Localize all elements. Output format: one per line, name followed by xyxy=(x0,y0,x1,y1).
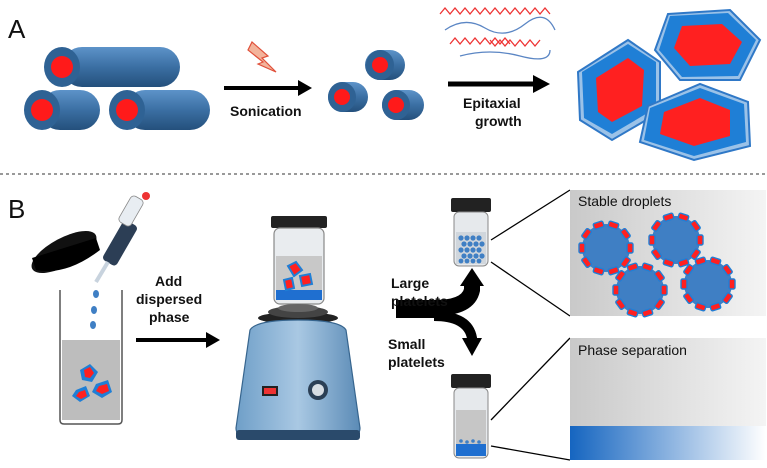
adsorbed-platelet xyxy=(626,262,639,272)
beaker xyxy=(59,290,123,425)
adsorbed-platelet xyxy=(689,248,701,261)
sonication-label: Sonication xyxy=(230,103,302,119)
falling-drops xyxy=(90,290,99,329)
branching-arrow xyxy=(396,268,484,356)
platelet-cluster xyxy=(72,364,112,402)
separated-vial xyxy=(451,374,491,459)
adsorbed-platelet xyxy=(660,284,668,296)
adsorbed-platelet xyxy=(694,302,707,312)
adsorbed-platelet xyxy=(662,212,675,222)
adsorbed-platelet xyxy=(728,278,736,290)
adsorbed-platelet xyxy=(677,258,690,268)
adsorbed-platelet xyxy=(607,266,620,276)
adsorbed-platelet xyxy=(662,258,675,268)
dispersed-label: dispersed xyxy=(136,291,202,307)
adsorbed-platelet xyxy=(683,292,695,305)
nanotube xyxy=(109,90,210,130)
adsorbed-platelet xyxy=(615,298,627,311)
adsorbed-platelet xyxy=(592,220,605,230)
stable-droplet xyxy=(578,220,634,276)
adsorbed-platelet xyxy=(581,256,593,269)
stable-droplet xyxy=(680,256,736,312)
adsorbed-platelet xyxy=(615,269,627,282)
mixer-vial-cap xyxy=(271,216,327,228)
adsorbed-platelet xyxy=(696,234,704,246)
adsorbed-platelet xyxy=(651,248,663,261)
adsorbed-platelet xyxy=(683,263,695,276)
adsorbed-platelet xyxy=(581,227,593,240)
short-tube xyxy=(365,50,405,80)
adsorbed-platelet xyxy=(689,219,701,232)
adsorbed-platelet xyxy=(721,263,733,276)
adsorbed-platelet xyxy=(721,292,733,305)
adsorbed-platelet xyxy=(709,256,722,266)
add-label: Add xyxy=(155,273,182,289)
adsorbed-platelet xyxy=(612,284,620,296)
hexagonal-platelet xyxy=(653,8,762,81)
adsorbed-platelet xyxy=(709,302,722,312)
nanotube xyxy=(24,90,100,130)
adsorbed-platelet xyxy=(592,266,605,276)
hexagonal-platelets xyxy=(576,8,762,162)
adsorbed-platelet xyxy=(607,220,620,230)
panel-b-letter: B xyxy=(8,194,25,224)
phase-separation-title: Phase separation xyxy=(578,342,687,358)
nanotube xyxy=(44,47,180,87)
adsorbed-platelet xyxy=(619,256,631,269)
adsorbed-platelet xyxy=(626,242,634,254)
small-label: Small xyxy=(388,336,425,352)
add-phase-arrow xyxy=(136,332,220,348)
adsorbed-platelet xyxy=(653,269,665,282)
adsorbed-platelet xyxy=(619,227,631,240)
polymer-chains-icon xyxy=(439,6,556,60)
adsorbed-platelet xyxy=(648,234,656,246)
phase-separation-panel: Phase separation xyxy=(570,338,766,460)
adsorbed-platelet xyxy=(626,308,639,318)
adsorbed-platelet xyxy=(677,212,690,222)
short-nanotubes xyxy=(328,50,424,120)
separated-layer xyxy=(570,426,766,460)
adsorbed-platelet xyxy=(680,278,688,290)
stable-droplets-title: Stable droplets xyxy=(578,193,671,209)
vortex-mixer xyxy=(235,216,361,440)
panel-a-letter: A xyxy=(8,14,26,44)
short-tube xyxy=(382,90,424,120)
epitaxial-arrow xyxy=(448,75,550,93)
zoom-lines xyxy=(490,189,571,461)
long-nanotubes xyxy=(24,47,210,130)
lightning-icon xyxy=(247,41,277,73)
stable-droplet xyxy=(612,262,668,318)
adsorbed-platelet xyxy=(641,262,654,272)
small-platelets-label: platelets xyxy=(388,354,445,370)
stable-droplet xyxy=(648,212,704,268)
phase-label: phase xyxy=(149,309,190,325)
pipette-icon xyxy=(94,192,150,284)
vial-cap-icon xyxy=(31,231,100,273)
adsorbed-platelet xyxy=(641,308,654,318)
large-platelets-label: platelets xyxy=(391,293,448,309)
adsorbed-platelet xyxy=(578,242,586,254)
sonication-arrow xyxy=(224,80,312,96)
hexagonal-platelet xyxy=(576,38,661,142)
stable-vial xyxy=(451,198,491,267)
hexagonal-platelet xyxy=(638,82,752,162)
epitaxial-label: Epitaxial xyxy=(463,95,521,111)
adsorbed-platelet xyxy=(653,298,665,311)
adsorbed-platelet xyxy=(694,256,707,266)
growth-label: growth xyxy=(475,113,522,129)
stable-droplets-panel: Stable droplets xyxy=(570,190,766,318)
adsorbed-platelet xyxy=(651,219,663,232)
short-tube xyxy=(328,82,368,112)
large-label: Large xyxy=(391,275,429,291)
